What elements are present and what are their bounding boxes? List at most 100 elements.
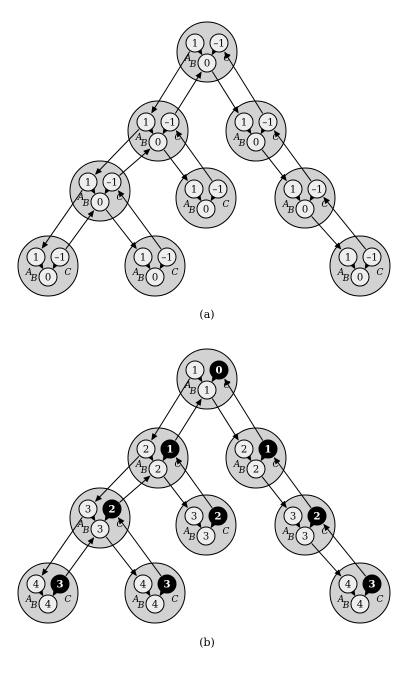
panel-a-edge-down-5 [41,189,83,249]
panel-a-node-4-value-a: 1 [191,185,197,196]
panel-b-node-6-cell-a [26,574,46,594]
panel-a-node-6-label-b: B [30,274,38,284]
panel-b-node-1-cell-a [136,439,156,459]
panel-a-node-5-label-c: C [322,200,329,210]
panel-a-node-7-arrow-cb [159,261,166,270]
panel-a-node-8-arrow-ab [349,261,356,270]
panel-a-node-5-value-b: 0 [302,205,308,216]
panel-a-node-5-arrow-cb [309,193,316,202]
panel-a-node-1-cell-b [148,132,168,152]
panel-b-node-6-cell-b [38,594,58,614]
panel-a-node-5-cell-a [283,179,303,199]
panel-b-node-6-value-b: 4 [45,600,51,611]
panel-a-node-4-label-a: A [183,200,191,210]
panel-b-node-0-value-b: 1 [204,386,210,397]
panel-b-node-6-value-c: 3 [57,580,64,591]
panel-a-node-3-value-b: 0 [97,198,103,209]
panel-b-node-7-value-a: 4 [140,580,146,591]
panel-a-node-5-value-a: 1 [290,185,296,196]
panel-a-node-6-arrow-cb [52,261,59,270]
panel-a-node-2-cell-b [246,132,266,152]
panel-a-edge-up-6 [117,190,162,250]
panel-a-node-4-arrow-cb [210,193,217,202]
panel-b-node-8-cell-c [362,574,382,594]
panel-b-node-3-cell-b [90,519,110,539]
panel-b-node-8-value-c: 3 [369,580,376,591]
panel-b-edge-up-0 [174,398,202,441]
panel-a-node-0-label-c: C [224,54,231,64]
panel-b-node-6-value-a: 4 [33,580,39,591]
panel-a-node-3-label-c: C [117,193,124,203]
panel-b-node-2-value-a: 2 [241,445,247,456]
panel-b-node-4-arrow-ab [195,520,202,529]
panel-a-node-4-value-c: –1 [212,185,223,196]
panel-a-node-2-cell-c [258,112,278,132]
panel-b-node-2-label-a: A [233,460,241,470]
panel-b-node-6-label-a: A [25,595,33,605]
panel-a-node-1-value-c: –1 [164,118,175,129]
panel-b-node-8-arrow-ab [349,588,356,597]
panel-b-node-5-cell-b [295,526,315,546]
panel-b-node-4-value-a: 3 [191,512,197,523]
panel-b-node-7-label-a: A [132,595,140,605]
panel-b-edge-down-5 [41,516,83,576]
panel-b-node-3-label-b: B [82,526,90,536]
panel-a-node-7-cell-a [133,247,153,267]
panel-a-node-4-arrow-ab [195,193,202,202]
panel-b-node-6-arrow-ab [37,588,44,597]
panel-b-node-4-value-c: 2 [215,512,222,523]
panel-a-node-0-value-a: 1 [192,39,198,50]
panel-b-node-0-label-b: B [189,387,197,397]
panel-b-node-4-label-a: A [183,527,191,537]
panel-b-node-1-value-c: 1 [167,445,174,456]
panel-b-node-2-label-b: B [238,466,246,476]
panel-b-node-1-value-b: 2 [155,465,161,476]
panel-a-node-4-value-b: 0 [203,205,209,216]
panel-b-edge-down-7 [311,543,342,577]
panel-b-node-2-arrow-cb [260,453,267,462]
panel-b-node-0-cell-a [185,360,205,380]
panel-b-node-8-label-b: B [342,601,350,611]
panel-b-node-2 [225,427,287,489]
panel-b-node-6-label-b: B [30,601,38,611]
panel-a-node-7-value-a: 1 [140,253,146,264]
panel-b-edge-down-2 [94,455,140,502]
panel-b-node-0 [176,348,238,410]
panel-a-node-2-arrow-cb [260,126,267,135]
panel-b-node-4-label-b: B [188,533,196,543]
panel-a-node-2-value-b: 0 [253,138,259,149]
panel-a-node-6-cell-a [26,247,46,267]
panel-b-node-1-label-a: A [135,460,143,470]
panel-b-node-8-arrow-cb [364,588,371,597]
panel-b-node-6-arrow-cb [52,588,59,597]
panel-b-node-2-label-c: C [273,460,280,470]
panel-a-node-3-cell-b [90,192,110,212]
panel-a-node-4-cell-a [184,179,204,199]
panel-a-node-5-cell-c [307,179,327,199]
panel-a-node-0-value-b: 0 [204,59,210,70]
panel-a-node-8-arrow-cb [364,261,371,270]
panel-a-node-1-label-b: B [140,139,148,149]
panel-b-node-8-label-c: C [377,595,384,605]
panel-b-node-2-cell-b [246,459,266,479]
panel-b-node-7-cell-a [133,574,153,594]
panel-a-node-3-cell-c [102,172,122,192]
panel-a-node-6-cell-c [50,247,70,267]
panel-a-node-5-arrow-ab [294,193,301,202]
panel-b-node-8-cell-a [338,574,358,594]
panel-b-edge-up-4 [273,457,312,509]
panel-b-edge-down-0 [151,378,191,441]
panel-a-node-3-arrow-ab [89,186,96,195]
panel-b-node-3-value-b: 3 [97,525,103,536]
panel-b-node-4-cell-a [184,506,204,526]
panel-b-node-5-label-b: B [287,533,295,543]
panel-b-node-3-value-c: 2 [109,505,116,516]
panel-b-node-0-label-a: A [184,381,192,391]
panel-b-node-2-value-c: 1 [265,445,272,456]
panel-a-node-5-cell-b [295,199,315,219]
panel-b-node-3-arrow-cb [104,513,111,522]
panel-a-node-2-label-a: A [233,133,241,143]
panel-a-edge-down-7 [311,216,342,250]
panel-a-node-5-value-c: –1 [311,185,322,196]
